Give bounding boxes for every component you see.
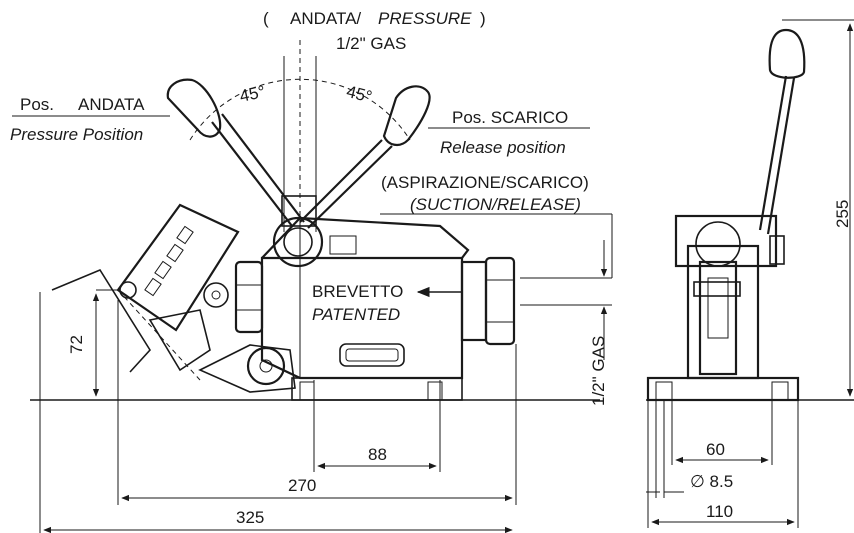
lever-pressure-position: [166, 78, 305, 227]
pressure-pos-name: ANDATA: [78, 95, 145, 114]
dim-325: 325: [236, 508, 264, 527]
suction-english: (SUCTION/RELEASE): [410, 195, 581, 214]
dim-110: 110: [706, 502, 733, 521]
dim-hole-8-5: ∅ 8.5: [690, 472, 733, 491]
top-label-close-paren: ): [480, 9, 486, 28]
release-pos-label: Pos. SCARICO: [452, 108, 568, 127]
top-gas-label: 1/2" GAS: [336, 34, 406, 53]
side-gas-label: 1/2" GAS: [589, 336, 608, 406]
suction-label: (ASPIRAZIONE/SCARICO): [381, 173, 589, 192]
pressure-pos-english: Pressure Position: [10, 125, 143, 144]
front-view: [12, 40, 613, 533]
dim-255: 255: [833, 200, 852, 228]
release-pos-english: Release position: [440, 138, 566, 157]
top-label-pressure: PRESSURE: [378, 9, 472, 28]
dim-60: 60: [706, 440, 725, 459]
angle-left-label: 45°: [238, 82, 267, 106]
dim-88: 88: [368, 445, 387, 464]
side-view: [646, 19, 854, 528]
patent-label: BREVETTO: [312, 282, 403, 301]
top-label-open-paren: (: [263, 9, 269, 28]
lever-release-position: [299, 85, 431, 229]
dim-270: 270: [288, 476, 316, 495]
top-label-andata: ANDATA/: [290, 9, 361, 28]
dim-72: 72: [67, 335, 86, 354]
pressure-pos-prefix: Pos.: [20, 95, 54, 114]
patent-english: PATENTED: [312, 305, 400, 324]
angle-right-label: 45°: [344, 82, 374, 107]
